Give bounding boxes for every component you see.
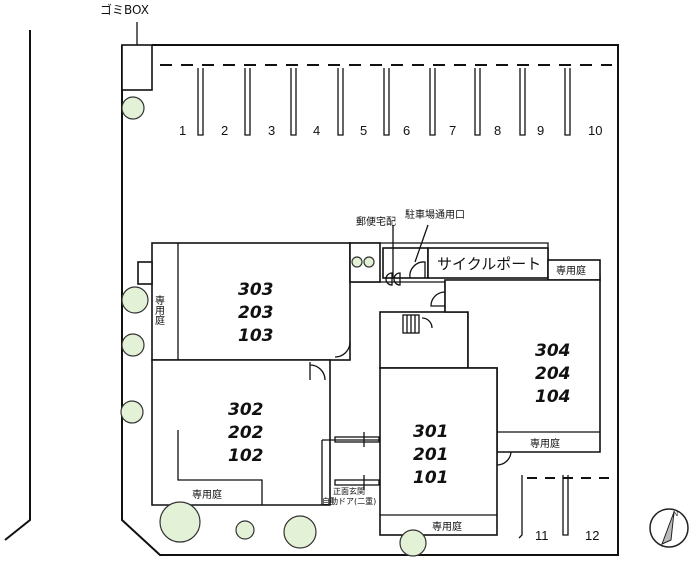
automatic-door [334,436,380,443]
stairs-icon [402,314,433,334]
parking-number: 6 [403,123,410,138]
parking-number: 12 [585,528,599,543]
parking-number: 2 [221,123,228,138]
parking-stall-divider [518,475,523,539]
unit-number: 301 [413,422,449,442]
door-swing [409,261,426,279]
building-center [379,367,498,536]
trees [120,96,427,557]
parking-number: 7 [449,123,456,138]
shrub-icon [351,256,363,268]
parking-stall-dividers [197,68,571,136]
tree-icon [121,96,145,120]
tree-icon [235,520,255,540]
door-swing [430,291,446,307]
parking-stall-divider [197,68,204,136]
tree-icon [399,529,427,557]
door-swing [496,451,512,466]
private-garden-label: 専用庭 [530,437,560,450]
parking-number: 11 [535,528,549,543]
north-compass-icon: N [649,508,689,548]
unit-number: 304 [535,341,571,361]
parking-number: 3 [268,123,275,138]
building-west-top [151,242,351,361]
main-entrance-label: 正面玄関 [333,486,365,496]
unit-number: 302 [228,400,264,420]
parking-number: 1 [179,123,186,138]
unit-number: 104 [535,387,571,407]
parking-number: 9 [537,123,544,138]
parking-number: 5 [360,123,367,138]
unit-number: 103 [238,326,274,346]
leader-lines [392,224,429,278]
mailbox-icon [385,272,401,286]
door [137,261,153,285]
lot-boundary [121,44,619,556]
private-garden-label: 専用庭 [192,488,222,501]
door-swing [309,362,326,381]
parking-stall-divider [337,68,344,136]
tree-icon [121,333,145,357]
parking-number: 4 [313,123,320,138]
tree-icon [120,400,144,424]
garbage-box [121,44,153,91]
mail-delivery-label: 郵便宅配 [356,215,396,228]
entrance-hall [321,439,380,505]
tree-icon [121,286,149,314]
tree-icon [159,501,201,543]
unit-number: 201 [413,445,449,465]
unit-number: 102 [228,446,264,466]
parking-stall-divider [562,475,569,536]
road-edge [4,30,31,541]
unit-number: 204 [535,364,571,384]
parking-stall-divider [564,68,571,136]
unit-number: 101 [413,468,449,488]
main-entrance-label: 自動ドア(二重) [322,496,376,506]
parking-stall-divider [519,68,526,136]
parking-entrance-label: 駐車場通用口 [405,208,465,221]
stairwell [379,311,469,369]
door-swing [334,341,351,358]
private-garden-label: 専用庭 [556,264,586,277]
garbage-box-label: ゴミBOX [100,2,149,17]
garden-divider [177,430,263,505]
parking-stall-divider [474,68,481,136]
private-garden-label: 専用庭 [432,520,462,533]
automatic-door [334,479,380,486]
parking-stall-divider [429,68,436,136]
shrub-icon [363,256,375,268]
unit-number: 303 [238,280,274,300]
unit-number: 202 [228,423,264,443]
private-garden-label: 専用庭 [153,295,165,326]
parking-number: 10 [588,123,602,138]
compass-label: N [673,511,678,518]
tree-icon [283,515,317,549]
unit-number: 203 [238,303,274,323]
building-west-bottom [151,359,331,506]
cycle-port-label: サイクルポート [437,255,541,273]
parking-stall-divider [244,68,251,136]
parking-stall-divider [290,68,297,136]
parking-stall-divider [383,68,390,136]
parking-number: 8 [494,123,501,138]
